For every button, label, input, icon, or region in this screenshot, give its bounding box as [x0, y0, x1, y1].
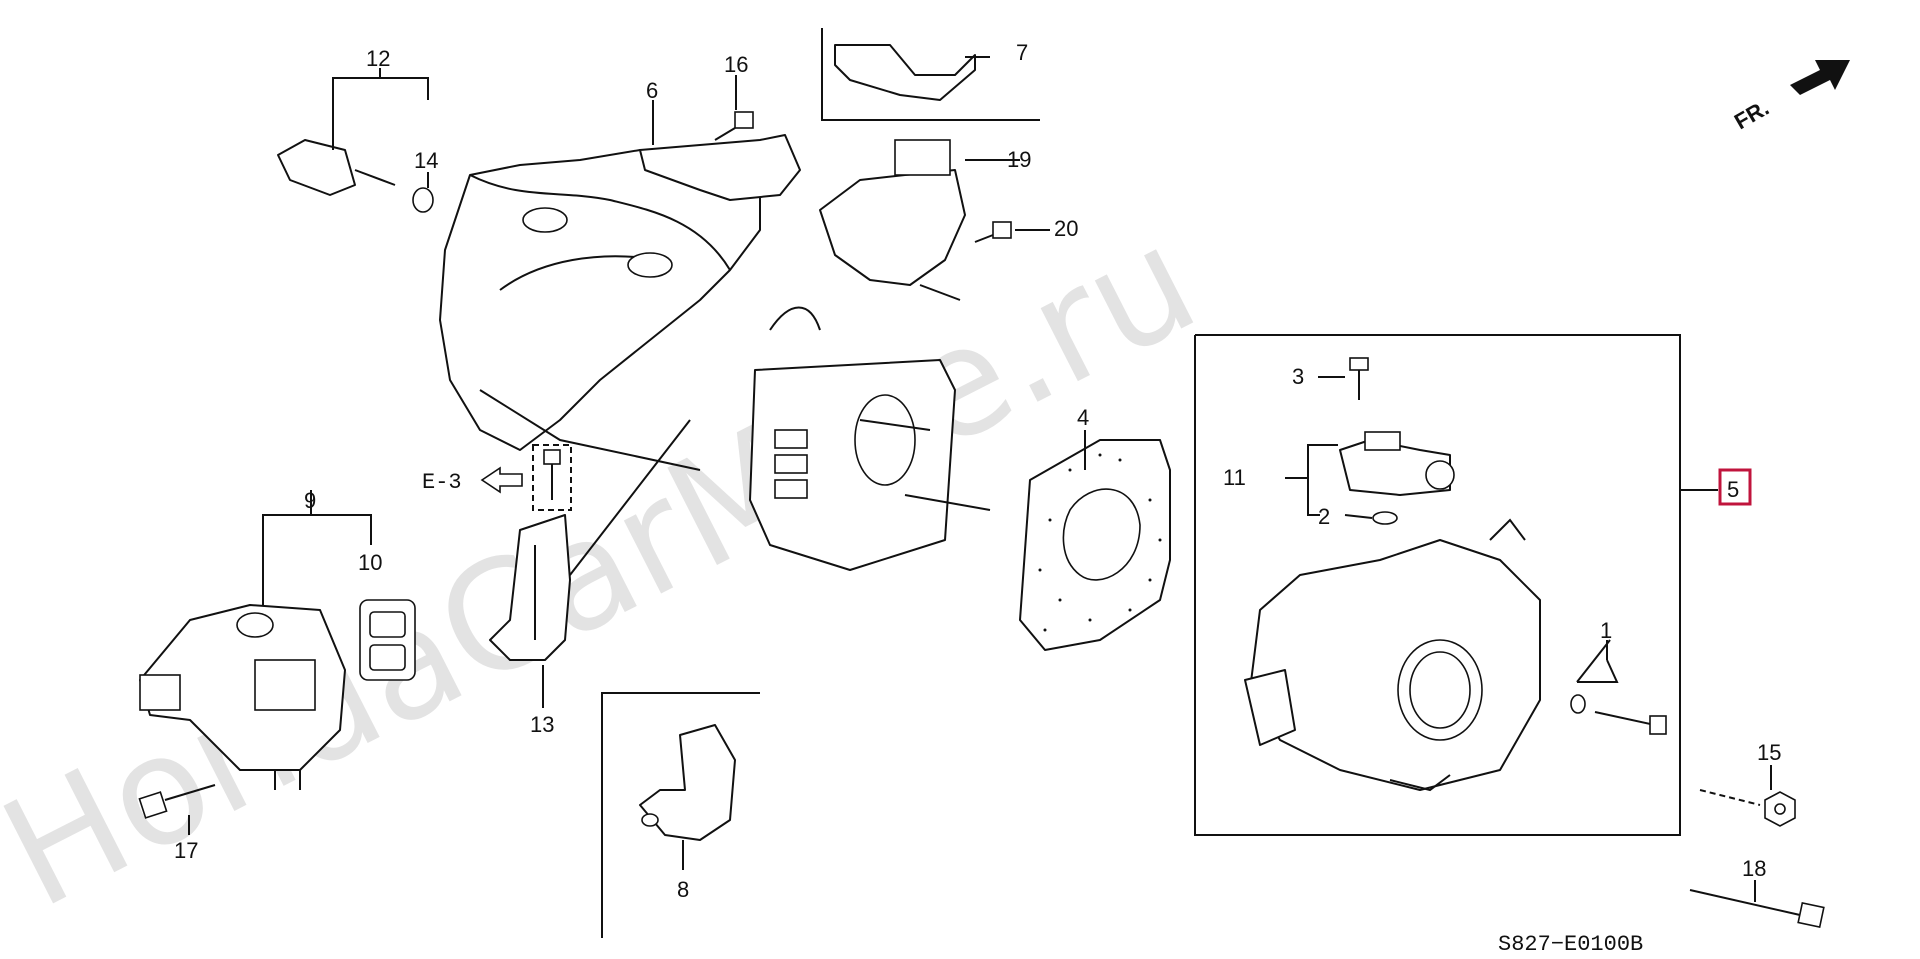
purge-control-solenoid[interactable] — [819, 139, 966, 301]
callout-5[interactable]: 5 — [1727, 477, 1739, 502]
callout-15[interactable]: 15 — [1757, 740, 1781, 765]
callout-3[interactable]: 3 — [1292, 364, 1304, 389]
callout-19[interactable]: 19 — [1007, 147, 1031, 172]
callout-20[interactable]: 20 — [1054, 216, 1078, 241]
temperature-sensor[interactable] — [277, 139, 396, 196]
reference-arrow[interactable]: E-3 — [422, 466, 523, 495]
direction-label: FR. — [1730, 95, 1773, 134]
bracket-bolt-16[interactable] — [714, 111, 754, 141]
callout-13[interactable]: 13 — [530, 712, 554, 737]
idle-air-control-valve[interactable] — [139, 604, 346, 790]
o-ring[interactable] — [1372, 511, 1398, 525]
callout-4[interactable]: 4 — [1077, 405, 1089, 430]
callout-16[interactable]: 16 — [724, 52, 748, 77]
sealing-washer[interactable] — [412, 187, 434, 213]
flange-bolt[interactable] — [138, 784, 216, 819]
throttle-bolt-set[interactable] — [1570, 694, 1667, 735]
callout-10[interactable]: 10 — [358, 550, 382, 575]
front-arrow-icon — [1790, 60, 1850, 95]
callout-7[interactable]: 7 — [1016, 40, 1028, 65]
highlight-box — [1718, 468, 1752, 506]
front-direction-indicator: FR. — [1730, 60, 1850, 134]
stay-8[interactable] — [639, 724, 736, 841]
iacv-gasket[interactable] — [359, 599, 416, 681]
diagram-code: S827−E0100B — [1498, 932, 1643, 957]
stay-box-8 — [601, 692, 760, 938]
callout-2[interactable]: 2 — [1318, 504, 1330, 529]
callout-9[interactable]: 9 — [304, 488, 316, 513]
callout-14[interactable]: 14 — [414, 148, 438, 173]
clamp-bolt[interactable] — [532, 444, 572, 511]
throttle-body-assembly[interactable] — [1244, 518, 1541, 792]
stay-box-7 — [821, 28, 1040, 121]
solenoid-bolt[interactable] — [974, 221, 1012, 243]
intake-manifold[interactable] — [439, 149, 991, 571]
reference-label: E-3 — [422, 470, 462, 495]
manifold-bracket[interactable] — [639, 134, 801, 201]
stay-bracket[interactable] — [834, 44, 976, 101]
callout-labels: 12 14 6 16 7 19 20 4 3 11 2 5 1 15 18 8 … — [174, 40, 1781, 902]
callout-8[interactable]: 8 — [677, 877, 689, 902]
callout-12[interactable]: 12 — [366, 46, 390, 71]
callout-11[interactable]: 11 — [1223, 465, 1246, 490]
screw[interactable] — [1349, 357, 1369, 400]
flange-nut[interactable] — [1699, 789, 1796, 827]
throttle-position-sensor[interactable] — [1339, 431, 1455, 496]
harness-clamp-bracket[interactable] — [489, 419, 691, 661]
callout-17[interactable]: 17 — [174, 838, 198, 863]
leader-lines — [188, 56, 1772, 902]
callout-1[interactable]: 1 — [1600, 618, 1612, 643]
stud-bolt[interactable] — [1689, 889, 1825, 929]
throttle-body-gasket[interactable] — [1019, 439, 1171, 651]
callout-18[interactable]: 18 — [1742, 856, 1766, 881]
callout-6[interactable]: 6 — [646, 78, 658, 103]
assembly-box — [1194, 334, 1752, 836]
